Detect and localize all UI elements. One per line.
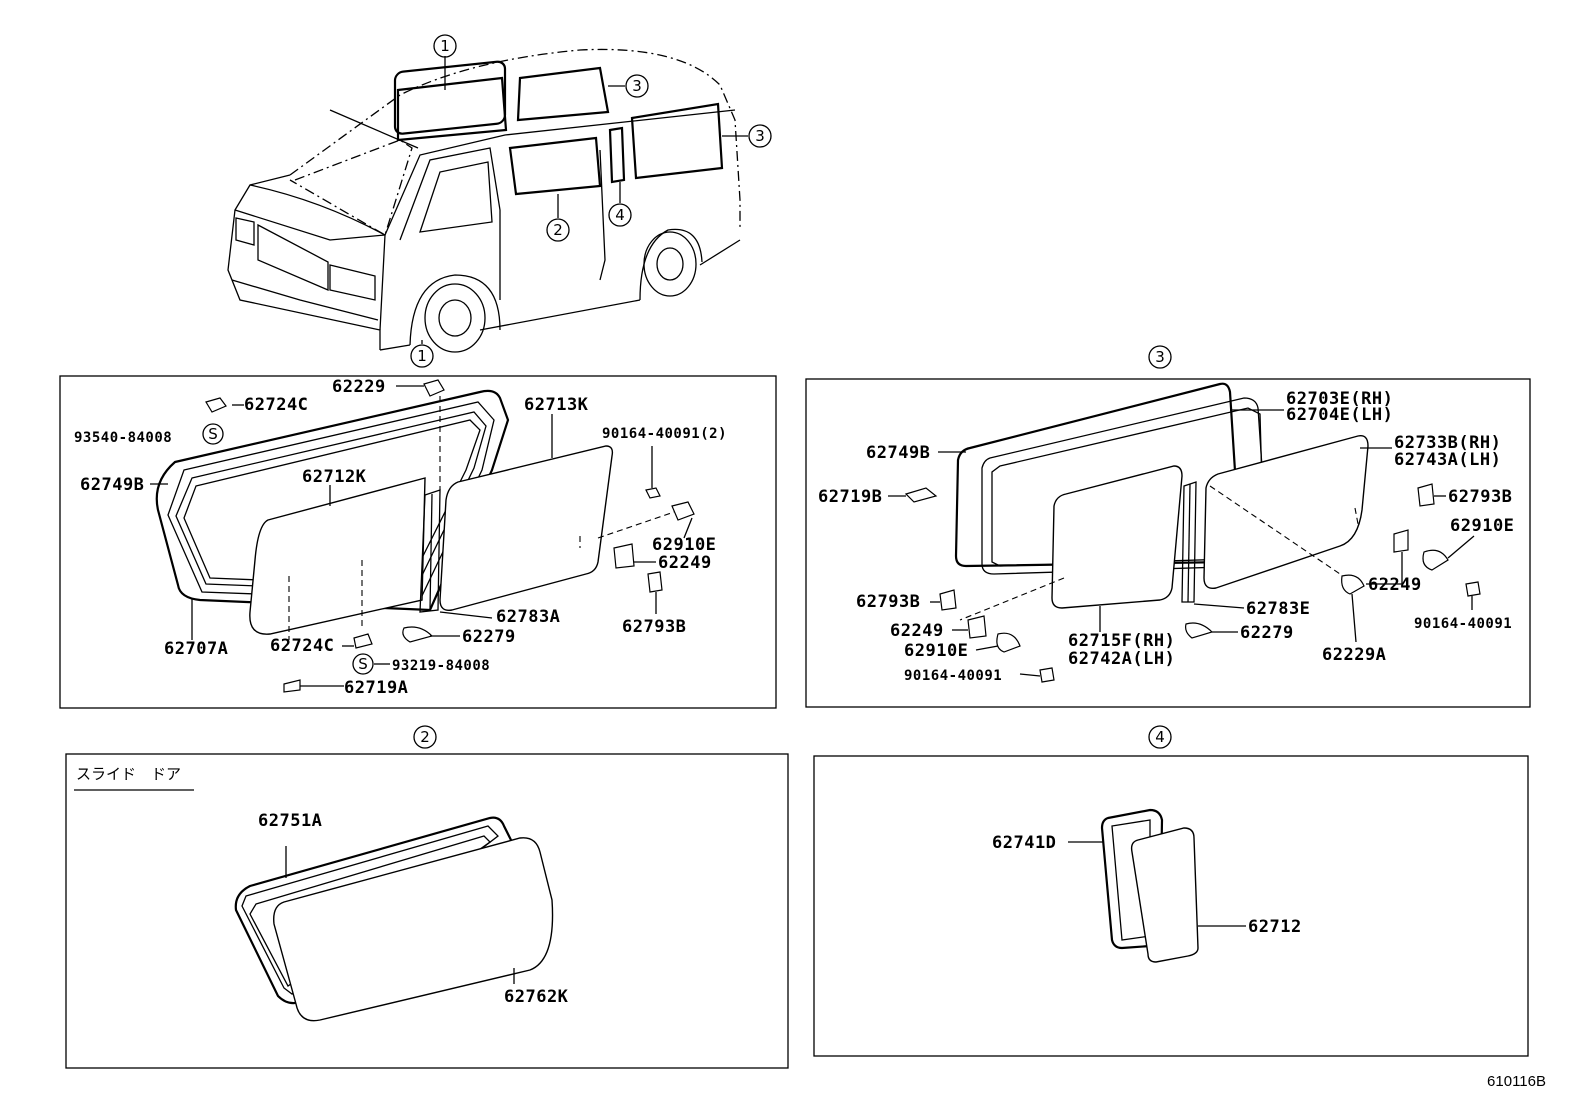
part-62249-right xyxy=(1393,529,1409,553)
bolt-90164 xyxy=(645,487,661,499)
callout-rear-roof-glass: 3 xyxy=(625,74,649,98)
label-62279: 62279 xyxy=(462,627,516,647)
s-mark-93219: S xyxy=(352,653,374,675)
bolt-90164-right xyxy=(1465,581,1481,597)
label-62783a: 62783A xyxy=(496,607,560,627)
part-62793b-left xyxy=(939,589,957,611)
callout-rear-side-glass: 3 xyxy=(748,124,772,148)
label-62762k: 62762K xyxy=(504,987,569,1007)
label-93219-84008: 93219-84008 xyxy=(392,658,490,674)
label-62743a-lh: 62743A(LH) xyxy=(1394,450,1501,470)
svg-text:2: 2 xyxy=(553,221,563,239)
label-90164-40091-right: 90164-40091 xyxy=(1414,616,1512,632)
label-62249: 62249 xyxy=(658,553,712,573)
label-62724c-top: 62724C xyxy=(244,395,308,415)
callout-roof-glass: 1 xyxy=(433,34,457,58)
label-62910e-right: 62910E xyxy=(1450,516,1514,536)
label-62742a-lh: 62742A(LH) xyxy=(1068,649,1175,669)
svg-text:1: 1 xyxy=(440,37,450,55)
label-62703e-rh: 62703E(RH) xyxy=(1286,389,1393,409)
label-62712: 62712 xyxy=(1248,917,1302,937)
part-62719b xyxy=(904,487,938,503)
part-62910e xyxy=(671,501,695,521)
svg-text:3: 3 xyxy=(755,127,765,145)
label-62229a: 62229A xyxy=(1322,645,1386,665)
label-62793b-right: 62793B xyxy=(1448,487,1512,507)
panel-2 xyxy=(65,753,789,1069)
part-62910e-left xyxy=(996,632,1021,653)
callout-slide-door-glass: 2 xyxy=(546,218,570,242)
panel-1 xyxy=(59,375,777,709)
callout-panel-4: 4 xyxy=(1148,725,1172,749)
label-90164-40091-left: 90164-40091 xyxy=(904,668,1002,684)
label-62749b: 62749B xyxy=(80,475,144,495)
label-62713k: 62713K xyxy=(524,395,589,415)
label-90164-40091-2: 90164-40091(2) xyxy=(602,426,727,442)
label-62712k: 62712K xyxy=(302,467,367,487)
label-62719b: 62719B xyxy=(818,487,882,507)
callout-panel-3: 3 xyxy=(1148,345,1172,369)
callout-front-bottom: 1 xyxy=(410,344,434,368)
label-62910e-left: 62910E xyxy=(904,641,968,661)
part-62910e-right xyxy=(1422,549,1449,571)
label-62249-right: 62249 xyxy=(1368,575,1422,595)
label-62793b: 62793B xyxy=(622,617,686,637)
label-62741d: 62741D xyxy=(992,833,1056,853)
part-62249-left xyxy=(967,615,987,639)
svg-text:4: 4 xyxy=(615,206,625,224)
svg-text:3: 3 xyxy=(632,77,642,95)
part-62249 xyxy=(613,543,635,569)
label-93540-84008: 93540-84008 xyxy=(74,430,172,446)
svg-text:2: 2 xyxy=(420,728,430,746)
label-62249-left: 62249 xyxy=(890,621,944,641)
label-62733b-rh: 62733B(RH) xyxy=(1394,433,1501,453)
label-62279-p3: 62279 xyxy=(1240,623,1294,643)
clip-62229 xyxy=(423,379,445,397)
callout-quarter-glass: 4 xyxy=(608,203,632,227)
panel-1-frame xyxy=(59,375,777,709)
label-62719a: 62719A xyxy=(344,678,408,698)
part-62279-right xyxy=(1185,622,1214,639)
part-62793b-right xyxy=(1417,483,1435,507)
part-62229a xyxy=(1341,574,1365,595)
label-62704e-lh: 62704E(LH) xyxy=(1286,405,1393,425)
label-62751a: 62751A xyxy=(258,811,322,831)
van-illustration xyxy=(227,48,748,353)
label-62793b-left: 62793B xyxy=(856,592,920,612)
part-62719a xyxy=(283,679,301,693)
label-62749b-p3: 62749B xyxy=(866,443,930,463)
svg-text:S: S xyxy=(358,655,368,673)
svg-text:4: 4 xyxy=(1155,728,1165,746)
part-62724c-bottom xyxy=(353,633,373,649)
panel-3-frame xyxy=(805,378,1531,708)
part-62724c-top xyxy=(205,397,227,413)
label-62783e: 62783E xyxy=(1246,599,1310,619)
label-62910e: 62910E xyxy=(652,535,716,555)
panel-4 xyxy=(813,755,1529,1057)
label-62715f-rh: 62715F(RH) xyxy=(1068,631,1175,651)
part-62793b xyxy=(647,571,663,593)
panel-2-frame xyxy=(65,753,789,1069)
svg-text:S: S xyxy=(208,425,218,443)
part-62279 xyxy=(402,626,434,643)
callout-panel-2: 2 xyxy=(413,725,437,749)
panel-3 xyxy=(805,378,1531,708)
panel-2-header: スライド ドア xyxy=(76,765,181,783)
s-mark-93540: S xyxy=(202,423,224,445)
panel-4-frame xyxy=(813,755,1529,1057)
bolt-90164-left xyxy=(1039,667,1055,683)
label-62229: 62229 xyxy=(332,377,386,397)
svg-text:3: 3 xyxy=(1155,348,1165,366)
label-62724c-bottom: 62724C xyxy=(270,636,334,656)
figure-id: 610116B xyxy=(1487,1073,1546,1090)
label-62707a: 62707A xyxy=(164,639,228,659)
svg-text:1: 1 xyxy=(417,347,427,365)
